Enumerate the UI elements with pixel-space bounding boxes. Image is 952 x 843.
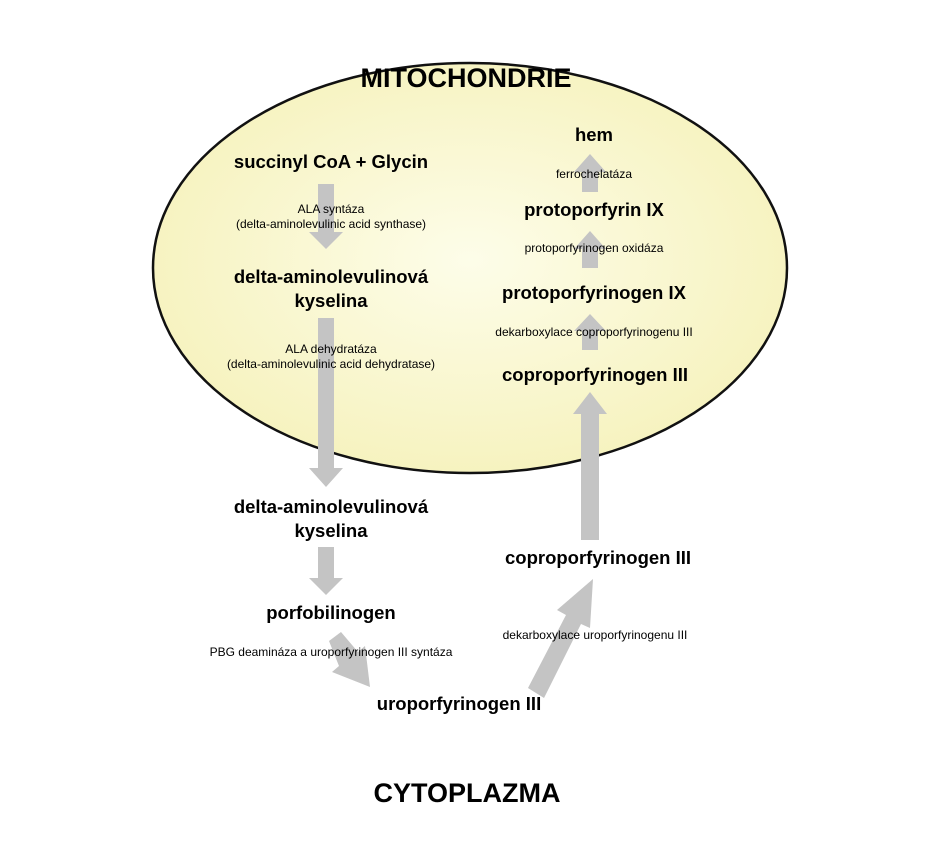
arrow-copro-import bbox=[573, 392, 607, 540]
node-uroporfyrinogen-iii: uroporfyrinogen III bbox=[377, 693, 541, 714]
arrow-pbg-deaminase bbox=[329, 632, 370, 687]
arrow-protoporfyrinogen-oxidase bbox=[574, 231, 606, 268]
node-ala-cyto-line1: delta-aminolevulinová bbox=[234, 496, 429, 517]
node-coproporfyrinogen-mito: coproporfyrinogen III bbox=[502, 364, 688, 385]
node-succinyl-coa-glycin: succinyl CoA + Glycin bbox=[234, 151, 428, 172]
enzyme-pbg-deaminase: PBG deamináza a uroporfyrinogen III synt… bbox=[210, 645, 453, 659]
node-coproporfyrinogen-cyto: coproporfyrinogen III bbox=[505, 547, 691, 568]
arrow-ala-synthase bbox=[309, 184, 343, 249]
arrow-ala-dehydratase bbox=[309, 318, 343, 487]
enzyme-uro-decarboxylase: dekarboxylace uroporfyrinogenu III bbox=[503, 628, 688, 642]
node-protoporfyrin-ix: protoporfyrin IX bbox=[524, 199, 664, 220]
enzyme-copro-decarboxylase: dekarboxylace coproporfyrinogenu III bbox=[495, 325, 692, 339]
enzyme-ala-synthase: ALA syntáza bbox=[298, 202, 365, 216]
enzyme-protoporfyrinogen-oxidase: protoporfyrinogen oxidáza bbox=[525, 241, 664, 255]
enzyme-ala-dehydratase: ALA dehydratáza bbox=[285, 342, 377, 356]
arrow-ferrochelatase bbox=[574, 154, 606, 192]
cytoplasm-title: CYTOPLAZMA bbox=[374, 778, 561, 808]
node-protoporfyrinogen-ix: protoporfyrinogen IX bbox=[502, 282, 687, 303]
arrow-ala-to-pbg bbox=[309, 547, 343, 595]
arrow-uro-decarboxylase bbox=[528, 579, 593, 698]
node-ala-mito-line2: kyselina bbox=[294, 290, 368, 311]
node-porfobilinogen: porfobilinogen bbox=[266, 602, 395, 623]
arrow-copro-decarboxylase bbox=[574, 314, 606, 350]
node-ala-mito-line1: delta-aminolevulinová bbox=[234, 266, 429, 287]
mitochondrion-title: MITOCHONDRIE bbox=[360, 63, 571, 93]
node-ala-cyto-line2: kyselina bbox=[294, 520, 368, 541]
node-hem: hem bbox=[575, 124, 613, 145]
enzyme-ala-synthase-english: (delta-aminolevulinic acid synthase) bbox=[236, 217, 426, 231]
mitochondrion-membrane bbox=[151, 61, 789, 475]
enzyme-ala-dehydratase-english: (delta-aminolevulinic acid dehydratase) bbox=[227, 357, 435, 371]
enzyme-ferrochelatase: ferrochelatáza bbox=[556, 167, 632, 181]
